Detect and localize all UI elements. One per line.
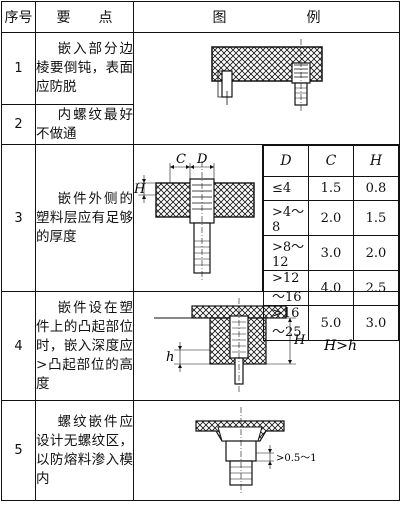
table-header-row: 序号 要点 图例 — [1, 1, 400, 33]
label-small-h: h — [166, 350, 174, 365]
spec-cell: 0.8 — [353, 176, 399, 201]
figure-cell-3: C D H D C H — [133, 144, 400, 341]
figure-chamfered-insert — [211, 38, 323, 113]
row-requirement: 嵌件外侧的塑料层应有足够的厚度 — [35, 144, 134, 292]
row-number: 5 — [1, 400, 36, 501]
row-number: 3 — [1, 144, 36, 292]
label-c: C — [176, 152, 186, 167]
figure-cell-5: >0.5～1 — [133, 400, 400, 501]
thickness-spec-table-wrap: D C H ≤4 1.5 0.8 >4～8 2.0 1.5 — [263, 145, 399, 341]
spec-cell: 3.0 — [308, 235, 354, 271]
spec-header-h: H — [353, 145, 399, 177]
header-requirement: 要点 — [35, 1, 134, 33]
table-row: 3 嵌件外侧的塑料层应有足够的厚度 — [1, 144, 400, 341]
header-figure: 图例 — [133, 1, 400, 33]
insert-thickness-drawing: C D H — [134, 152, 255, 281]
spec-header-c: C — [308, 145, 354, 177]
row-requirement: 嵌入部分边棱要倒钝，表面应防脱 — [35, 32, 134, 105]
table-row: 5 螺纹嵌件应设计无螺纹区，以防熔料渗入模内 >0.5～1 — [1, 400, 400, 501]
figure-insert-thickness: C D H — [134, 145, 263, 291]
relation-text: H>h — [323, 338, 357, 354]
header-fig-char2: 例 — [306, 10, 321, 26]
spec-cell: >8～12 — [263, 235, 309, 271]
row-requirement: 螺纹嵌件应设计无螺纹区，以防熔料渗入模内 — [35, 400, 134, 501]
row-requirement: 内螺纹最好不做通 — [35, 104, 134, 145]
header-req-char1: 要 — [56, 10, 71, 26]
figure-threaded-insert: >0.5～1 — [195, 407, 317, 495]
table-row: 2 内螺纹最好不做通 — [1, 104, 400, 145]
spec-cell: 2.0 — [353, 235, 399, 271]
spec-cell: 2.0 — [308, 200, 354, 236]
table-row: 1 嵌入部分边棱要倒钝，表面应防脱 — [1, 32, 400, 145]
dim-label: >0.5～1 — [276, 453, 317, 464]
spec-cell: >4～8 — [263, 200, 309, 236]
spec-header-row: D C H — [263, 145, 399, 177]
label-d: D — [196, 152, 208, 167]
spec-row: >8～12 3.0 2.0 — [263, 235, 399, 271]
label-h: H — [134, 182, 146, 197]
label-big-h: H — [293, 333, 306, 348]
row-number: 2 — [1, 104, 36, 145]
spec-cell: 1.5 — [353, 200, 399, 236]
figure-boss-insert: H h H>h — [154, 298, 357, 392]
table-row: 4 嵌件设在塑件上的凸起部位时，嵌入深度应>凸起部位的高度 — [1, 291, 400, 401]
header-fig-char1: 图 — [212, 10, 227, 26]
figure-cell-1 — [133, 32, 400, 145]
header-req-char2: 点 — [98, 10, 113, 26]
row-number: 1 — [1, 32, 36, 105]
header-num-text: 序号 — [4, 10, 33, 26]
spec-row: ≤4 1.5 0.8 — [263, 176, 399, 201]
figure-cell-4: H h H>h — [133, 291, 400, 401]
spec-cell: ≤4 — [263, 176, 309, 201]
spec-header-d: D — [263, 145, 309, 177]
row-requirement: 嵌件设在塑件上的凸起部位时，嵌入深度应>凸起部位的高度 — [35, 291, 134, 401]
spec-row: >4～8 2.0 1.5 — [263, 200, 399, 236]
row-number: 4 — [1, 291, 36, 401]
header-num: 序号 — [1, 1, 36, 33]
spec-cell: 1.5 — [308, 176, 354, 201]
